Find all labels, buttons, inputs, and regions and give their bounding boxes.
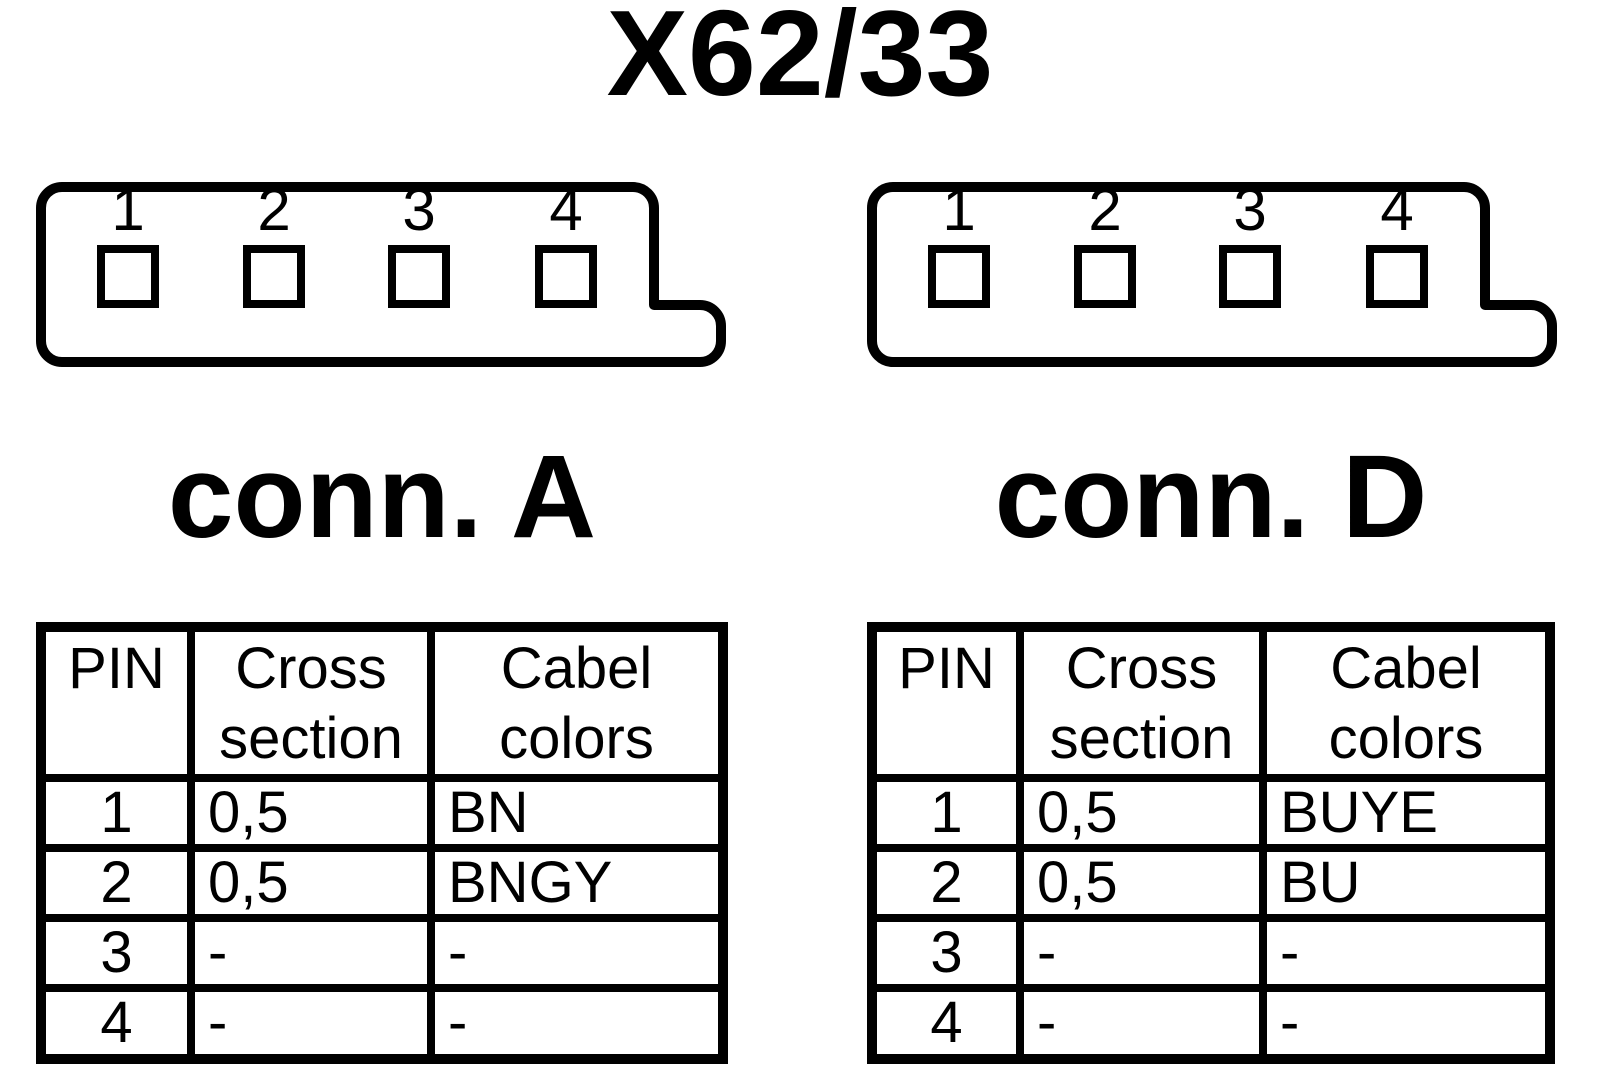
cell-cable-color: - [427, 984, 727, 1063]
header-cross-section: Cross section [1016, 623, 1267, 782]
cell-cross-section: - [1016, 914, 1267, 992]
pin-number: 3 [1233, 176, 1267, 243]
cell-cross-section: - [1016, 984, 1267, 1063]
cell-cable-color: BU [1259, 844, 1554, 922]
connector-d-pin-3: 3 [1219, 176, 1281, 308]
cell-cable-color: BUYE [1259, 774, 1554, 852]
pin-cavity-square [1219, 245, 1281, 308]
table-header-row: PIN Cross section Cabel colors [868, 623, 1554, 782]
connector-d-pin-1: 1 [928, 176, 990, 308]
table-header-row: PIN Cross section Cabel colors [37, 623, 727, 782]
cell-pin: 2 [868, 844, 1024, 922]
header-pin: PIN [37, 623, 195, 782]
connector-a-pin-1: 1 [97, 176, 159, 308]
table-row: 1 0,5 BUYE [868, 774, 1554, 852]
connector-a-pin-2: 2 [243, 176, 305, 308]
pin-number: 2 [257, 176, 291, 243]
connector-a-pin-table: PIN Cross section Cabel colors 1 0,5 BN … [36, 622, 728, 1064]
cell-pin: 3 [37, 914, 195, 992]
cell-cross-section: 0,5 [1016, 774, 1267, 852]
pin-number: 4 [1380, 176, 1414, 243]
pin-number: 1 [111, 176, 145, 243]
cell-cross-section: 0,5 [187, 774, 435, 852]
header-cable-colors: Cabel colors [1259, 623, 1554, 782]
pin-cavity-square [1074, 245, 1136, 308]
cell-cable-color: - [1259, 984, 1554, 1063]
cell-pin: 4 [37, 984, 195, 1063]
pin-number: 1 [942, 176, 976, 243]
header-pin: PIN [868, 623, 1024, 782]
pin-number: 4 [549, 176, 583, 243]
table-row: 4 - - [37, 984, 727, 1063]
pin-cavity-square [535, 245, 597, 308]
table-row: 3 - - [868, 914, 1554, 992]
pin-cavity-square [928, 245, 990, 308]
cell-cross-section: - [187, 984, 435, 1063]
pin-cavity-square [97, 245, 159, 308]
cell-pin: 1 [37, 774, 195, 852]
cell-cable-color: - [427, 914, 727, 992]
connector-d-label: conn. D [994, 431, 1428, 563]
table-row: 3 - - [37, 914, 727, 992]
connector-a-pin-3: 3 [388, 176, 450, 308]
pin-cavity-square [1366, 245, 1428, 308]
header-cross-section: Cross section [187, 623, 435, 782]
cell-cross-section: - [187, 914, 435, 992]
pin-cavity-square [243, 245, 305, 308]
cell-cross-section: 0,5 [1016, 844, 1267, 922]
pin-cavity-square [388, 245, 450, 308]
table-row: 2 0,5 BU [868, 844, 1554, 922]
connector-housing-outline [867, 182, 1557, 367]
connector-a-diagram: 1 2 3 4 [36, 176, 726, 367]
connector-housing-outline [36, 182, 726, 367]
header-cable-colors: Cabel colors [427, 623, 727, 782]
table-row: 1 0,5 BN [37, 774, 727, 852]
cell-cable-color: BN [427, 774, 727, 852]
connector-d-pin-2: 2 [1074, 176, 1136, 308]
page-title: X62/33 [606, 0, 994, 121]
cell-pin: 4 [868, 984, 1024, 1063]
cell-pin: 3 [868, 914, 1024, 992]
cell-cable-color: BNGY [427, 844, 727, 922]
pin-number: 2 [1088, 176, 1122, 243]
connector-d-pin-4: 4 [1366, 176, 1428, 308]
pin-number: 3 [402, 176, 436, 243]
table-row: 4 - - [868, 984, 1554, 1063]
cell-pin: 1 [868, 774, 1024, 852]
connector-a-label: conn. A [167, 431, 597, 563]
cell-pin: 2 [37, 844, 195, 922]
connector-d-pin-table: PIN Cross section Cabel colors 1 0,5 BUY… [867, 622, 1555, 1064]
cell-cross-section: 0,5 [187, 844, 435, 922]
table-row: 2 0,5 BNGY [37, 844, 727, 922]
connector-d-diagram: 1 2 3 4 [867, 176, 1557, 367]
cell-cable-color: - [1259, 914, 1554, 992]
connector-a-pin-4: 4 [535, 176, 597, 308]
